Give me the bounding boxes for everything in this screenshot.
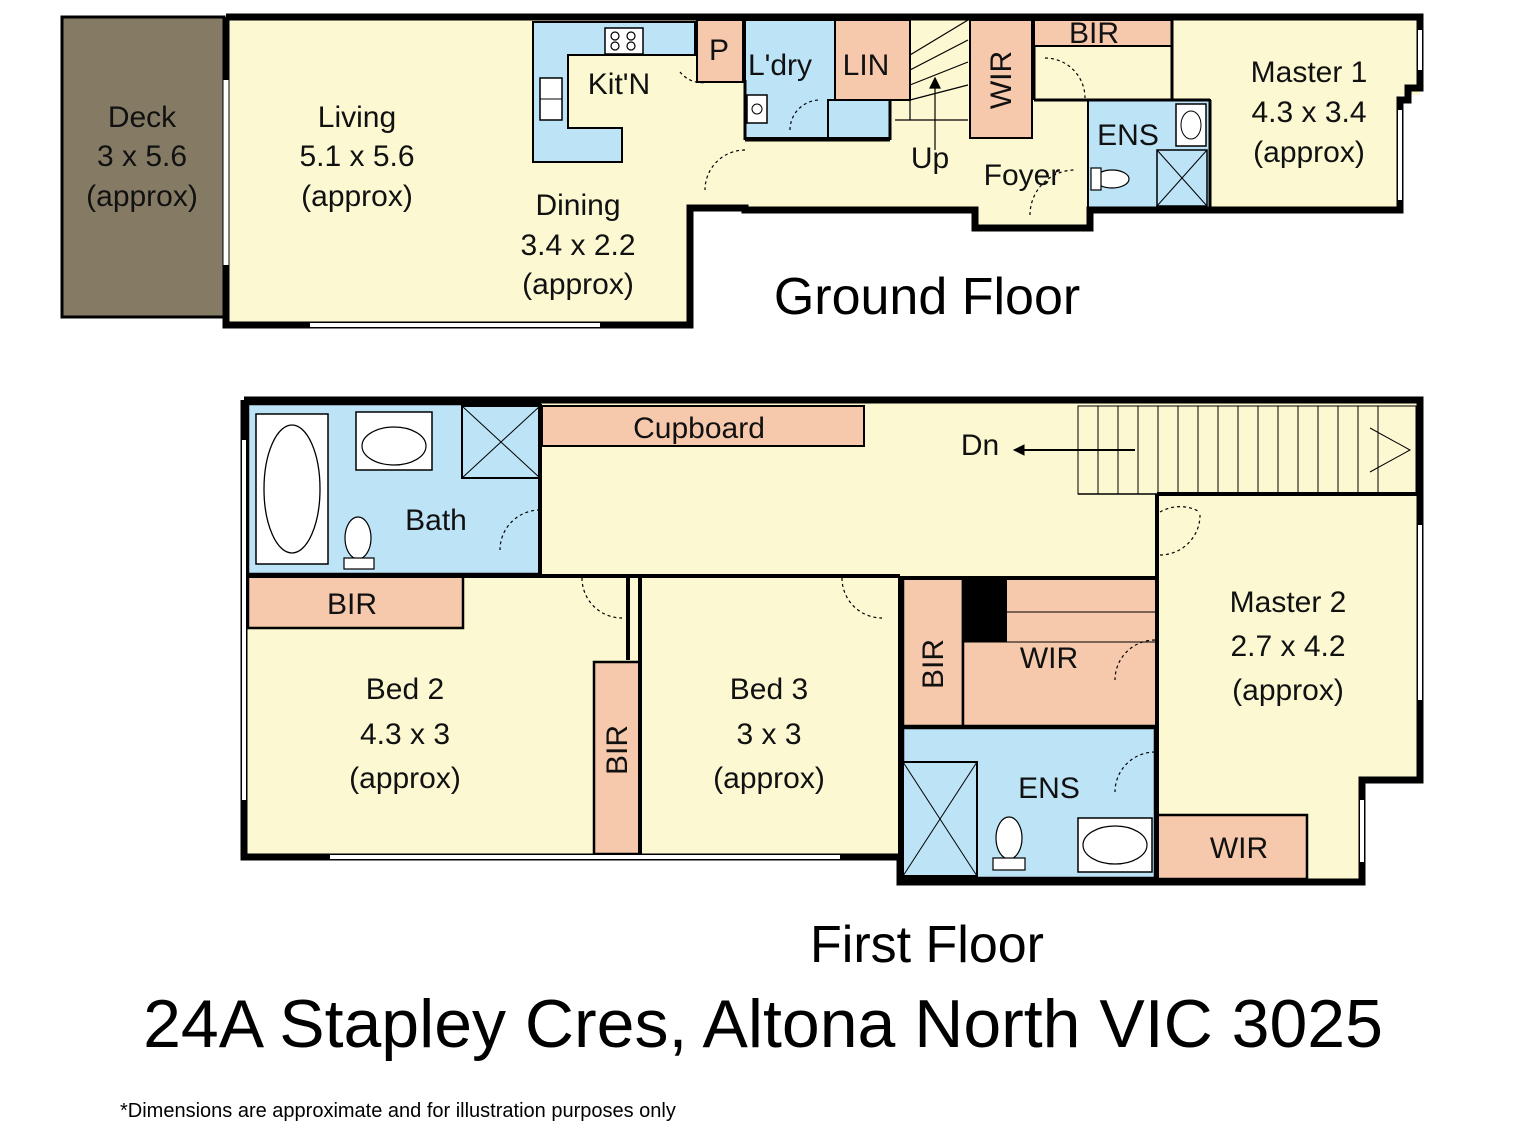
ground-wir-label: WIR: [985, 51, 1018, 109]
ground-ensuite-label: ENS: [1097, 119, 1159, 152]
first-floor-labels: Bath Cupboard Dn BIR Bed 2 4.3 x 3 (appr…: [327, 412, 1346, 974]
master2-small-wir-label: WIR: [1210, 832, 1268, 865]
master1-name: Master 1: [1251, 56, 1368, 89]
bathtub: [255, 413, 329, 565]
stairs-down-label: Dn: [961, 429, 999, 462]
living-size: 5.1 x 5.6: [299, 140, 414, 173]
pantry-name: P: [709, 34, 729, 67]
bed2-size: 4.3 x 3: [360, 718, 450, 751]
foyer-name: Foyer: [984, 159, 1061, 192]
master2-wir-label: WIR: [1020, 642, 1078, 675]
master2-note: (approx): [1232, 674, 1344, 707]
living-name: Living: [318, 101, 396, 134]
living-note: (approx): [301, 180, 413, 213]
deck-area: [60, 15, 226, 319]
stairs-up: [895, 19, 969, 150]
ground-walls: [222, 13, 1424, 329]
ground-floor-area: [226, 17, 1420, 325]
property-address: 24A Stapley Cres, Altona North VIC 3025: [143, 986, 1383, 1062]
first-ensuite-toilet: [995, 816, 1023, 860]
dining-note: (approx): [522, 268, 634, 301]
cupboard: [541, 405, 865, 447]
ground-interior-walls: [743, 20, 1212, 208]
bed3-note: (approx): [713, 762, 825, 795]
master1-note: (approx): [1253, 136, 1365, 169]
linen-name: LIN: [843, 49, 890, 82]
cooktop: [604, 27, 644, 55]
laundry-sink: [746, 94, 768, 124]
kitchen-name: Kit'N: [588, 68, 650, 101]
deck-note: (approx): [86, 180, 198, 213]
bath-basin: [355, 411, 433, 471]
bed3-name: Bed 3: [730, 673, 808, 706]
bed2-side-bir-label: BIR: [601, 725, 634, 775]
bath-label: Bath: [405, 504, 467, 537]
bed2-bir-label: BIR: [327, 588, 377, 621]
bed2-name: Bed 2: [366, 673, 444, 706]
stairs-up-label: Up: [911, 142, 949, 175]
bed2-side-bir: [592, 660, 642, 856]
dining-size: 3.4 x 2.2: [520, 229, 635, 262]
laundry-name: L'dry: [748, 49, 812, 82]
linen-lower: [827, 99, 891, 139]
ground-floor-title: Ground Floor: [774, 268, 1080, 326]
deck-size: 3 x 5.6: [97, 140, 187, 173]
deck-name: Deck: [108, 101, 177, 134]
dining-name: Dining: [535, 189, 620, 222]
first-ensuite-basin: [1077, 817, 1153, 873]
first-interior-walls: [248, 404, 1420, 882]
ground-floor-labels: Deck 3 x 5.6 (approx) Living 5.1 x 5.6 (…: [86, 17, 1367, 326]
bed3-size: 3 x 3: [736, 718, 801, 751]
first-floor: [240, 396, 1424, 886]
master2-name: Master 2: [1230, 586, 1347, 619]
first-ensuite-label: ENS: [1018, 772, 1080, 805]
bed2-note: (approx): [349, 762, 461, 795]
bath-toilet: [344, 516, 372, 560]
stairs-down: [1012, 405, 1417, 495]
cupboard-label: Cupboard: [633, 412, 765, 445]
ground-bir-label: BIR: [1069, 17, 1119, 50]
master1-size: 4.3 x 3.4: [1251, 96, 1366, 129]
bed2-bir: [246, 574, 465, 630]
linen: [834, 19, 911, 101]
bed3-bir-label: BIR: [917, 639, 950, 689]
master2-size: 2.7 x 4.2: [1230, 630, 1345, 663]
ground-floor: [60, 13, 1424, 329]
disclaimer: *Dimensions are approximate and for illu…: [120, 1100, 676, 1122]
first-floor-title: First Floor: [810, 916, 1044, 974]
